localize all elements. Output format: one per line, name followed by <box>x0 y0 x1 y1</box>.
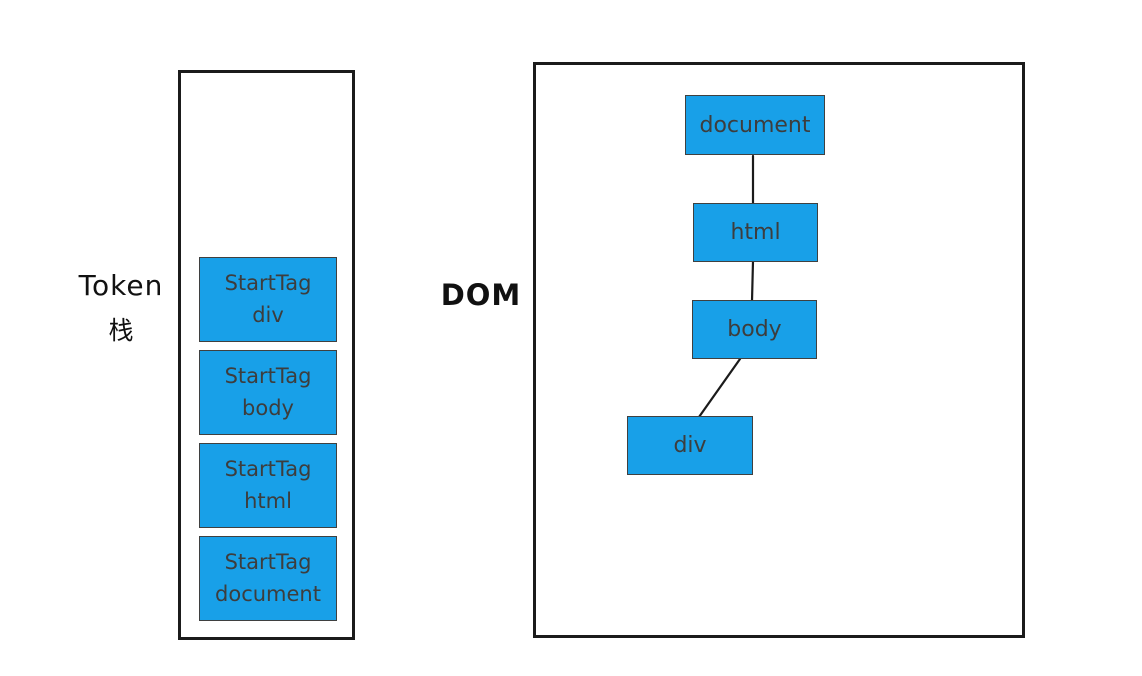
dom-node-label: body <box>727 317 782 342</box>
token-stack: StartTag div StartTag body StartTag html… <box>199 257 337 621</box>
dom-node-div: div <box>627 416 753 475</box>
token-stack-label: Token 栈 <box>68 269 174 345</box>
token-tag-label: body <box>242 396 294 421</box>
dom-node-label: html <box>730 220 781 245</box>
dom-node-html: html <box>693 203 818 262</box>
stack-label-zh: 栈 <box>108 316 134 345</box>
dom-node-label: div <box>673 433 707 458</box>
dom-node-body: body <box>692 300 817 359</box>
token-tag-label: document <box>215 582 321 607</box>
token-type-label: StartTag <box>224 363 312 388</box>
token-tag-label: html <box>244 489 292 514</box>
dom-node-document: document <box>685 95 825 155</box>
token-tag-label: div <box>252 303 284 328</box>
token-type-label: StartTag <box>224 456 312 481</box>
dom-label: DOM <box>440 278 522 312</box>
token-type-label: StartTag <box>224 270 312 295</box>
token-stack-container <box>178 70 355 640</box>
dom-tree-container <box>533 62 1025 638</box>
token-label-text: Token <box>78 269 164 302</box>
token-item-body: StartTag body <box>199 350 337 435</box>
token-type-label: StartTag <box>224 549 312 574</box>
token-item-html: StartTag html <box>199 443 337 528</box>
token-item-document: StartTag document <box>199 536 337 621</box>
dom-node-label: document <box>699 112 811 138</box>
token-item-div: StartTag div <box>199 257 337 342</box>
